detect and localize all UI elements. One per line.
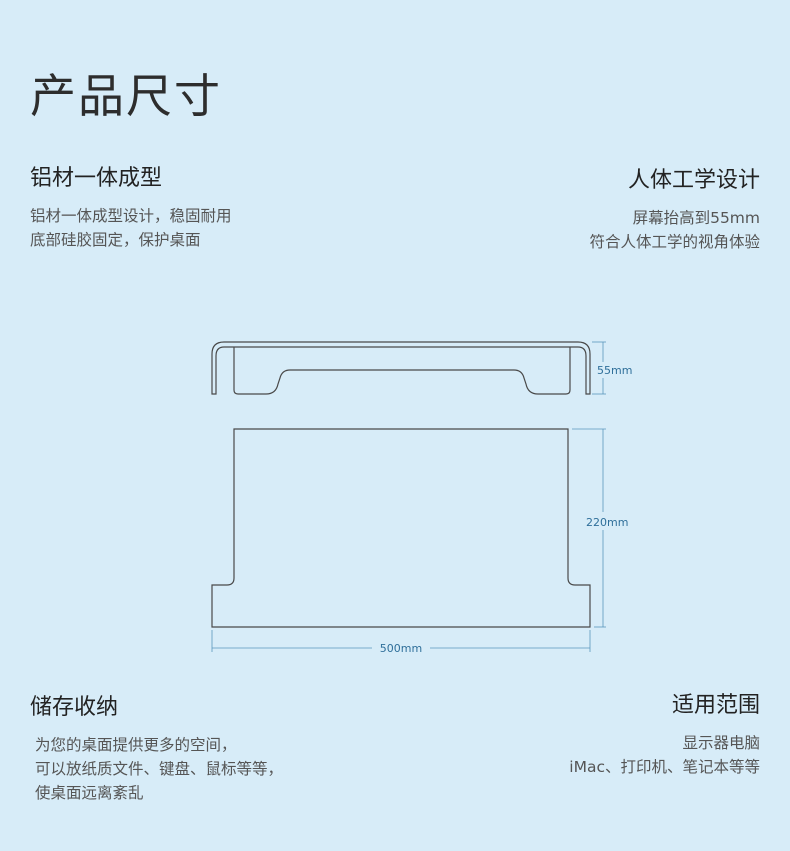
front-view-outer-outline [211, 341, 591, 395]
feature-ergonomic-heading: 人体工学设计 [627, 168, 760, 193]
feature-storage-desc: 为您的桌面提供更多的空间， 可以放纸质文件、键盘、鼠标等等， 使桌面远离紊乱 [35, 733, 283, 805]
top-view-outline [211, 428, 591, 628]
feature-ergonomic: 人体工学设计 屏幕抬高到55mm 符合人体工学的视角体验 [589, 166, 760, 254]
dimension-lines [211, 341, 606, 652]
feature-storage-line: 为您的桌面提供更多的空间， [35, 736, 237, 754]
feature-aluminum-line: 底部硅胶固定，保护桌面 [30, 231, 201, 249]
feature-aluminum-desc: 铝材一体成型设计，稳固耐用 底部硅胶固定，保护桌面 [30, 204, 232, 252]
feature-compatibility-line: iMac、打印机、笔记本等等 [569, 758, 760, 776]
feature-ergonomic-line: 符合人体工学的视角体验 [589, 233, 760, 251]
feature-storage-line: 使桌面远离紊乱 [35, 784, 144, 802]
width-dimension-label: 500mm [380, 642, 422, 655]
page-title: 产品尺寸 [30, 69, 222, 123]
feature-compatibility: 适用范围 显示器电脑 iMac、打印机、笔记本等等 [569, 691, 760, 779]
feature-compatibility-desc: 显示器电脑 iMac、打印机、笔记本等等 [569, 731, 760, 779]
feature-storage-heading: 储存收纳 [30, 695, 119, 720]
feature-storage: 储存收纳 为您的桌面提供更多的空间， 可以放纸质文件、键盘、鼠标等等， 使桌面远… [30, 693, 283, 805]
feature-aluminum-line: 铝材一体成型设计，稳固耐用 [30, 207, 232, 225]
feature-compatibility-heading: 适用范围 [671, 693, 760, 718]
feature-compatibility-line: 显示器电脑 [682, 734, 760, 752]
height-dimension-label: 55mm [597, 364, 632, 377]
feature-aluminum: 铝材一体成型 铝材一体成型设计，稳固耐用 底部硅胶固定，保护桌面 [30, 164, 232, 252]
feature-aluminum-heading: 铝材一体成型 [30, 166, 163, 191]
front-view [211, 341, 591, 395]
feature-ergonomic-desc: 屏幕抬高到55mm 符合人体工学的视角体验 [589, 206, 760, 254]
front-view-inner-outline [233, 347, 571, 395]
feature-storage-line: 可以放纸质文件、键盘、鼠标等等， [35, 760, 284, 778]
depth-dimension-label: 220mm [586, 516, 628, 529]
feature-ergonomic-line: 屏幕抬高到55mm [632, 209, 760, 227]
